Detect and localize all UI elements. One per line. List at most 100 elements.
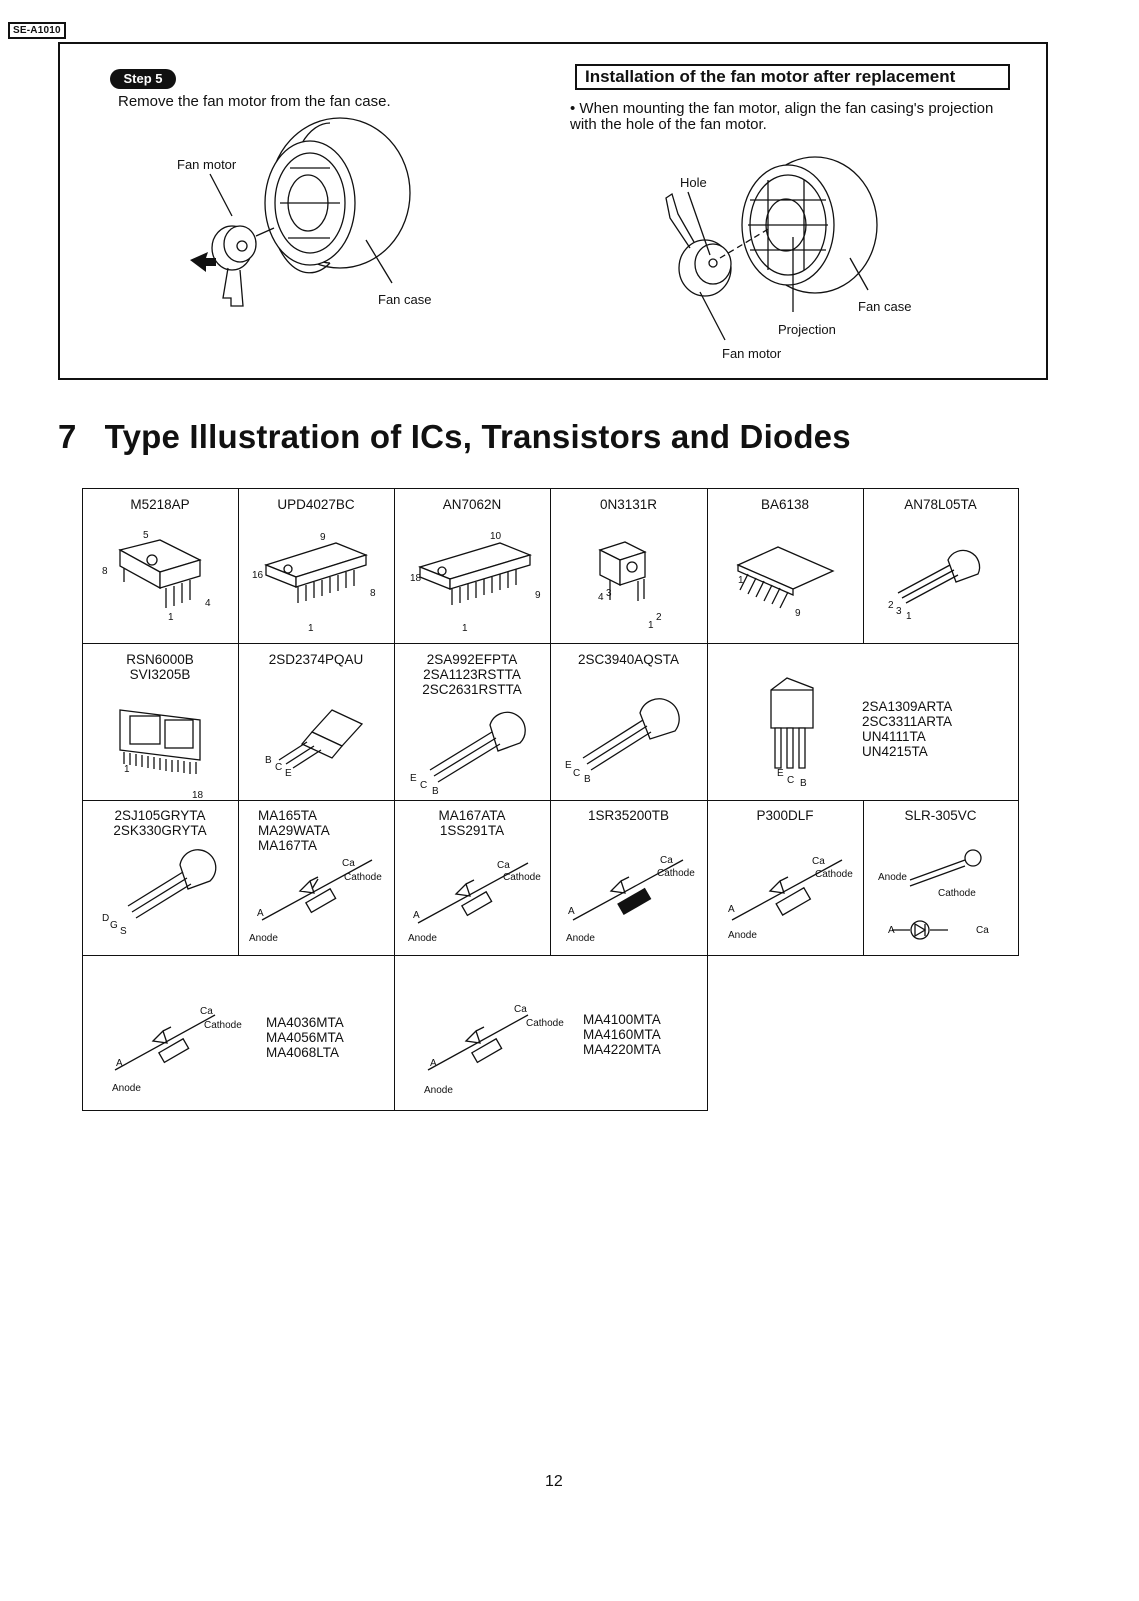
part-2sd2374pqau: 2SD2374PQAU bbox=[268, 652, 364, 667]
a-label: A bbox=[413, 910, 420, 921]
pin-label: 1 bbox=[462, 623, 468, 634]
ca-label: Ca bbox=[200, 1006, 213, 1017]
pin-label: 1 bbox=[906, 611, 912, 622]
label-fan-motor-install: Fan motor bbox=[722, 346, 782, 361]
mini-mold-transistor-illustration bbox=[770, 677, 814, 769]
to220-transistor-illustration bbox=[278, 709, 364, 769]
fan-installation-illustration bbox=[665, 156, 878, 341]
cathode-label: Cathode bbox=[503, 872, 541, 883]
removal-instruction: Remove the fan motor from the fan case. bbox=[118, 93, 391, 110]
pin-label: 2 bbox=[656, 612, 662, 623]
part-2sc3940aqsta: 2SC3940AQSTA bbox=[577, 652, 680, 667]
ca-label: Ca bbox=[976, 925, 989, 936]
diode-illustration-3 bbox=[572, 859, 684, 921]
anode-label: Anode bbox=[424, 1085, 453, 1096]
pin-label: G bbox=[110, 920, 118, 931]
pin-label: 1 bbox=[124, 764, 130, 775]
a-label: A bbox=[728, 904, 735, 915]
pin-label: 4 bbox=[205, 598, 211, 609]
anode-label: Anode bbox=[249, 933, 278, 944]
pin-label: 1 bbox=[648, 620, 654, 631]
pin-label: 1 bbox=[308, 623, 314, 634]
ca-label: Ca bbox=[660, 855, 673, 866]
part-m5218ap: M5218AP bbox=[130, 497, 190, 512]
part-1sr35200tb: 1SR35200TB bbox=[587, 808, 670, 823]
pin-label: B bbox=[584, 774, 591, 785]
part-ba6138: BA6138 bbox=[760, 497, 810, 512]
sip-ic-illustration bbox=[736, 546, 835, 609]
pin-label: 8 bbox=[102, 566, 108, 577]
label-fan-case-removal: Fan case bbox=[378, 292, 432, 307]
photo-interrupter-illustration bbox=[598, 541, 647, 601]
pin-label: 4 bbox=[598, 592, 604, 603]
installation-title: Installation of the fan motor after repl… bbox=[575, 64, 1010, 90]
pin-label: C bbox=[573, 768, 581, 779]
diode-illustration-5 bbox=[114, 1014, 216, 1071]
to92-regulator-illustration bbox=[897, 549, 981, 604]
a-label: A bbox=[257, 908, 264, 919]
dip16-ic-illustration bbox=[264, 542, 368, 603]
pin-label: E bbox=[285, 768, 292, 779]
diode-illustration-1 bbox=[261, 859, 373, 921]
label-fan-case-install: Fan case bbox=[858, 299, 912, 314]
a-label: A bbox=[116, 1058, 123, 1069]
diode-illustration-4 bbox=[731, 859, 843, 921]
fan-removal-illustration bbox=[190, 117, 411, 307]
anode-label: Anode bbox=[112, 1083, 141, 1094]
pin-label: D bbox=[102, 913, 110, 924]
a-label: A bbox=[568, 906, 575, 917]
pin-label: 5 bbox=[143, 530, 149, 541]
cathode-label: Cathode bbox=[526, 1018, 564, 1029]
a-label: A bbox=[430, 1058, 437, 1069]
pin-label: C bbox=[420, 780, 428, 791]
pin-label: 3 bbox=[896, 606, 902, 617]
led-illustration bbox=[892, 849, 982, 940]
pin-label: B bbox=[432, 786, 439, 797]
model-tag: SE-A1010 bbox=[8, 22, 66, 39]
anode-label: Anode bbox=[728, 930, 757, 941]
cathode-label: Cathode bbox=[815, 869, 853, 880]
pin-label: E bbox=[777, 768, 784, 779]
label-fan-motor-removal: Fan motor bbox=[177, 157, 237, 172]
step-badge: Step 5 bbox=[110, 69, 176, 89]
pin-label: 8 bbox=[370, 588, 376, 599]
pin-label: C bbox=[275, 762, 283, 773]
fan-motor-instructions-box bbox=[58, 42, 1048, 380]
pin-label: B bbox=[800, 778, 807, 789]
hybrid-ic-illustration bbox=[119, 709, 201, 774]
cathode-label: Cathode bbox=[204, 1020, 242, 1031]
a-label: A bbox=[888, 925, 895, 936]
part-p300dlf: P300DLF bbox=[756, 808, 814, 823]
pin-label: 16 bbox=[252, 570, 264, 581]
part-0n3131r: 0N3131R bbox=[599, 497, 658, 512]
pin-label: S bbox=[120, 926, 127, 937]
anode-label: Anode bbox=[878, 872, 907, 883]
label-projection: Projection bbox=[778, 322, 836, 337]
pin-label: 10 bbox=[490, 531, 502, 542]
pin-label: 1 bbox=[738, 575, 744, 586]
part-an7062n: AN7062N bbox=[442, 497, 502, 512]
ca-label: Ca bbox=[497, 860, 510, 871]
to92-transistor-illustration-a bbox=[429, 711, 526, 783]
pin-label: 2 bbox=[888, 600, 894, 611]
ca-label: Ca bbox=[514, 1004, 527, 1015]
cathode-label: Cathode bbox=[657, 868, 695, 879]
diode-illustration-6 bbox=[427, 1014, 529, 1071]
pin-label: 18 bbox=[410, 573, 422, 584]
dip8-ic-illustration bbox=[118, 539, 202, 608]
ca-label: Ca bbox=[812, 856, 825, 867]
label-hole: Hole bbox=[680, 175, 707, 190]
pin-label: E bbox=[565, 760, 572, 771]
pin-label: 9 bbox=[320, 532, 326, 543]
part-slr-305vc: SLR-305VC bbox=[904, 808, 977, 823]
pin-label: 1 bbox=[168, 612, 174, 623]
page-number: 12 bbox=[545, 1473, 563, 1490]
pin-label: B bbox=[265, 755, 272, 766]
